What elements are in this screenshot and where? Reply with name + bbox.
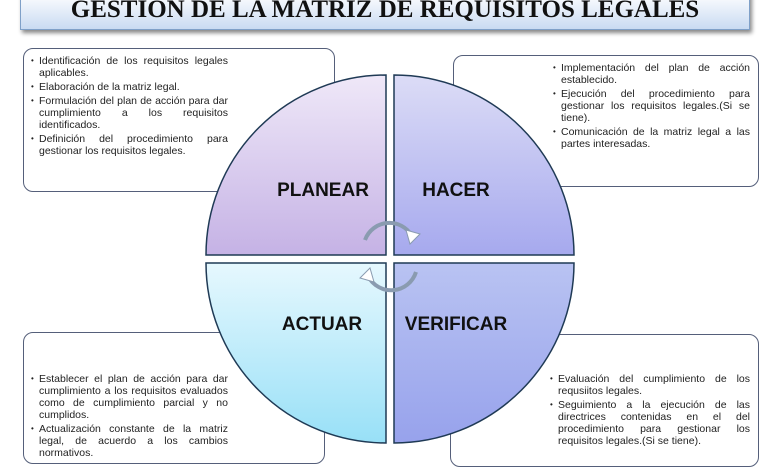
quadrant-verificar [393,262,575,444]
quadrant-actuar [205,262,387,444]
label-actuar: ACTUAR [282,314,362,335]
page-title: GESTION DE LA MATRIZ DE REQUISITOS LEGAL… [20,0,750,30]
list-item: Actualización constante de la matriz leg… [28,423,228,459]
list-item: Elaboración de la matriz legal. [28,81,228,93]
list-item: Identificación de los requisitos legales… [28,55,228,79]
list-item: Definición del procedimiento para gestio… [28,133,228,157]
label-hacer: HACER [422,180,490,201]
label-verificar: VERIFICAR [405,314,508,335]
list-item: Evaluación del cumplimiento de los requs… [547,373,750,397]
quadrant-planear [205,74,387,256]
list-item: Formulación del plan de acción para dar … [28,95,228,131]
label-planear: PLANEAR [277,180,369,201]
list-item: Ejecución del procedimiento para gestion… [550,88,750,124]
list-item: Implementación del plan de acción establ… [550,62,750,86]
list-item: Establecer el plan de acción para dar cu… [28,373,228,421]
list-item: Seguimiento a la ejecución de las direct… [547,399,750,447]
list-item: Comunicación de la matriz legal a las pa… [550,126,750,150]
quadrant-hacer [393,74,575,256]
